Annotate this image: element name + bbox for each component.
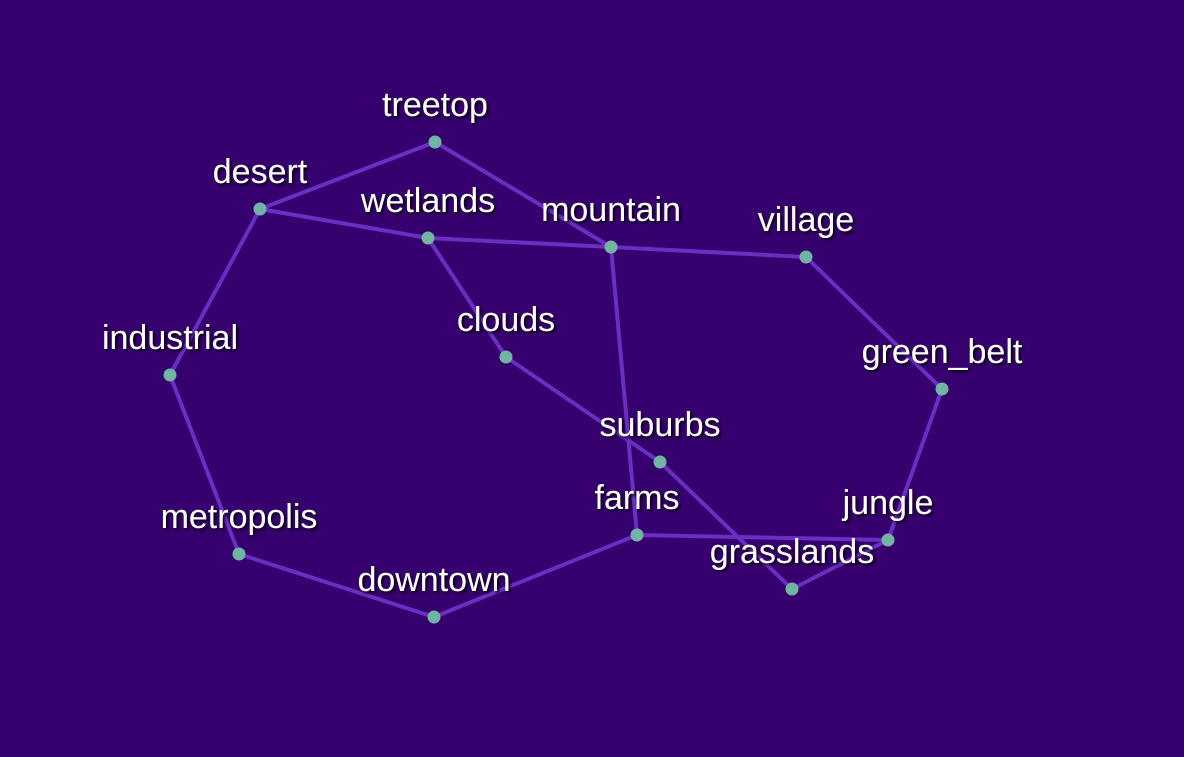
- node-treetop[interactable]: [428, 135, 442, 149]
- node-label-green_belt: green_belt: [862, 333, 1023, 371]
- label-layer: treetop desert wetlands mountain village indu…: [102, 86, 1023, 599]
- edge-suburbs-grasslands: [658, 460, 794, 591]
- edge-desert-wetlands: [258, 207, 430, 240]
- node-industrial[interactable]: [163, 368, 177, 382]
- node-grasslands[interactable]: [785, 582, 799, 596]
- node-layer: [163, 135, 949, 624]
- node-label-wetlands: wetlands: [360, 182, 495, 220]
- edge-jungle-grasslands: [790, 538, 890, 591]
- node-label-grasslands: grasslands: [710, 533, 874, 571]
- node-downtown[interactable]: [427, 610, 441, 624]
- node-label-suburbs: suburbs: [600, 406, 721, 444]
- node-label-industrial: industrial: [102, 319, 238, 357]
- edge-metropolis-downtown: [237, 552, 436, 619]
- node-label-desert: desert: [213, 153, 308, 191]
- node-village[interactable]: [799, 250, 813, 264]
- node-green_belt[interactable]: [935, 382, 949, 396]
- node-label-downtown: downtown: [357, 561, 510, 599]
- node-label-treetop: treetop: [382, 86, 488, 124]
- node-label-metropolis: metropolis: [161, 498, 318, 536]
- edge-layer: [168, 140, 944, 619]
- node-label-village: village: [758, 201, 854, 239]
- edge-clouds-suburbs: [504, 355, 662, 464]
- edge-mountain-farms: [609, 245, 639, 537]
- node-mountain[interactable]: [604, 240, 618, 254]
- node-label-jungle: jungle: [842, 484, 934, 522]
- edge-treetop-desert: [258, 140, 437, 211]
- edge-industrial-metropolis: [168, 373, 241, 556]
- edge-farms-downtown: [432, 533, 639, 619]
- node-desert[interactable]: [253, 202, 267, 216]
- node-suburbs[interactable]: [653, 455, 667, 469]
- edge-wetlands-mountain: [426, 236, 613, 249]
- node-jungle[interactable]: [881, 533, 895, 547]
- edge-farms-jungle: [635, 533, 890, 542]
- node-label-farms: farms: [595, 479, 680, 517]
- edge-wetlands-clouds: [426, 236, 508, 359]
- node-label-clouds: clouds: [457, 301, 555, 339]
- edge-treetop-mountain: [433, 140, 613, 249]
- edge-green_belt-jungle: [886, 387, 944, 542]
- edge-village-green_belt: [804, 255, 944, 391]
- node-clouds[interactable]: [499, 350, 513, 364]
- edge-desert-industrial: [168, 207, 262, 377]
- node-metropolis[interactable]: [232, 547, 246, 561]
- node-farms[interactable]: [630, 528, 644, 542]
- node-wetlands[interactable]: [421, 231, 435, 245]
- node-label-mountain: mountain: [541, 191, 681, 229]
- edge-mountain-village: [609, 245, 808, 259]
